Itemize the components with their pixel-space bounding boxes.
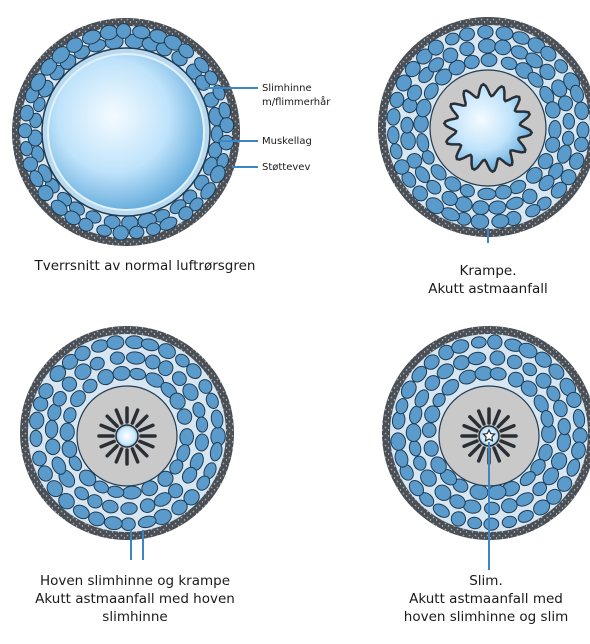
muscle-cell — [116, 23, 131, 38]
caption-hoven: Hoven slimhinne og krampe Akutt astmaanf… — [4, 572, 266, 627]
muscle-cell — [121, 502, 138, 514]
label-flimmerhar: m/flimmerhår — [262, 95, 331, 108]
label-slimhinne: Slimhinne — [262, 83, 312, 94]
caption-line: Akutt astmaanfall med — [384, 590, 588, 608]
label-stottevev: Støttevev — [262, 162, 310, 173]
muscle-cell — [406, 424, 421, 442]
caption-line: Tverrsnitt av normal luftrørsgren — [10, 257, 280, 275]
caption-line: hoven slimhinne og slim — [384, 608, 588, 626]
caption-slim: Slim. Akutt astmaanfall med hoven slimhi… — [384, 572, 588, 627]
ciliated-lumen — [99, 408, 155, 464]
label-muskellag: Muskellag — [262, 136, 312, 147]
caption-line: Akutt astmaanfall — [390, 280, 586, 298]
muscle-cell — [18, 123, 32, 137]
muscle-cell — [121, 518, 135, 531]
cross-section-hoven — [20, 326, 234, 560]
muscle-cell — [577, 122, 590, 139]
muscle-cell — [478, 188, 496, 200]
muscle-cell — [45, 420, 58, 438]
cross-section-krampe — [378, 17, 590, 243]
muscle-cell — [30, 430, 43, 447]
caption-line: Akutt astmaanfall med hoven — [4, 590, 266, 608]
muscle-cell — [487, 334, 502, 349]
muscle-cell — [477, 25, 493, 39]
caption-line: slimhinne — [4, 608, 266, 626]
muscle-cell — [573, 428, 588, 444]
muscle-cell — [60, 423, 75, 441]
caption-line: Hoven slimhinne og krampe — [4, 572, 266, 590]
muscle-cell — [484, 502, 499, 515]
muscle-cell — [413, 115, 428, 133]
muscle-cell — [481, 53, 497, 66]
lumen — [48, 54, 204, 210]
caption-krampe: Krampe. Akutt astmaanfall — [390, 262, 586, 298]
caption-normal: Tverrsnitt av normal luftrørsgren — [10, 257, 280, 275]
muscle-cell — [422, 422, 436, 437]
narrow-lumen — [116, 425, 138, 447]
muscle-cell — [219, 117, 234, 133]
muscle-cell — [548, 120, 561, 139]
caption-line: Slim. — [384, 572, 588, 590]
muscle-cell — [478, 39, 496, 54]
muscle-cell — [484, 518, 499, 530]
cross-section-normal — [12, 18, 240, 246]
muscle-cell — [113, 225, 129, 240]
cross-section-slim — [382, 326, 590, 570]
caption-line: Krampe. — [390, 262, 586, 280]
muscle-cell — [401, 117, 413, 133]
